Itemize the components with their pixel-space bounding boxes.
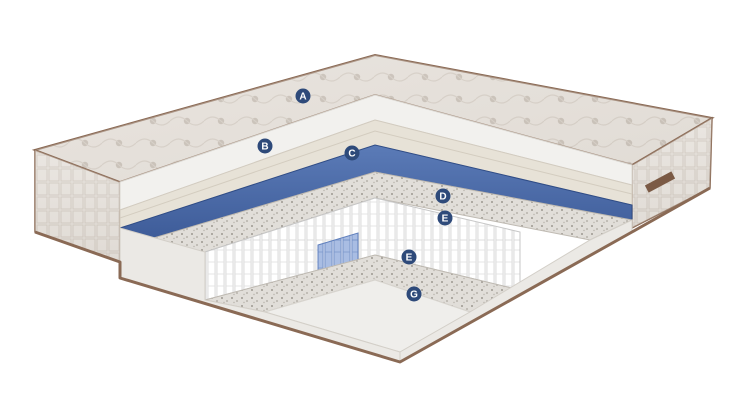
label-badge-c: C <box>344 145 360 161</box>
svg-text:C: C <box>348 149 355 160</box>
label-badge-e-coils: E <box>401 249 417 265</box>
label-badge-a: A <box>295 88 311 104</box>
svg-text:A: A <box>299 92 306 103</box>
label-badge-g: G <box>406 286 422 302</box>
brand-tag <box>644 171 676 193</box>
label-badge-b: B <box>257 138 273 154</box>
mattress-left-side <box>34 148 121 264</box>
cutaway-interior <box>119 94 634 363</box>
label-badge-e-fiber: E <box>437 210 453 226</box>
mattress-piping <box>34 186 711 364</box>
label-badge-d: D <box>435 188 451 204</box>
svg-text:E: E <box>442 214 449 225</box>
svg-text:D: D <box>439 192 446 203</box>
svg-text:G: G <box>410 290 418 301</box>
svg-text:B: B <box>261 142 268 153</box>
svg-text:E: E <box>406 253 413 264</box>
